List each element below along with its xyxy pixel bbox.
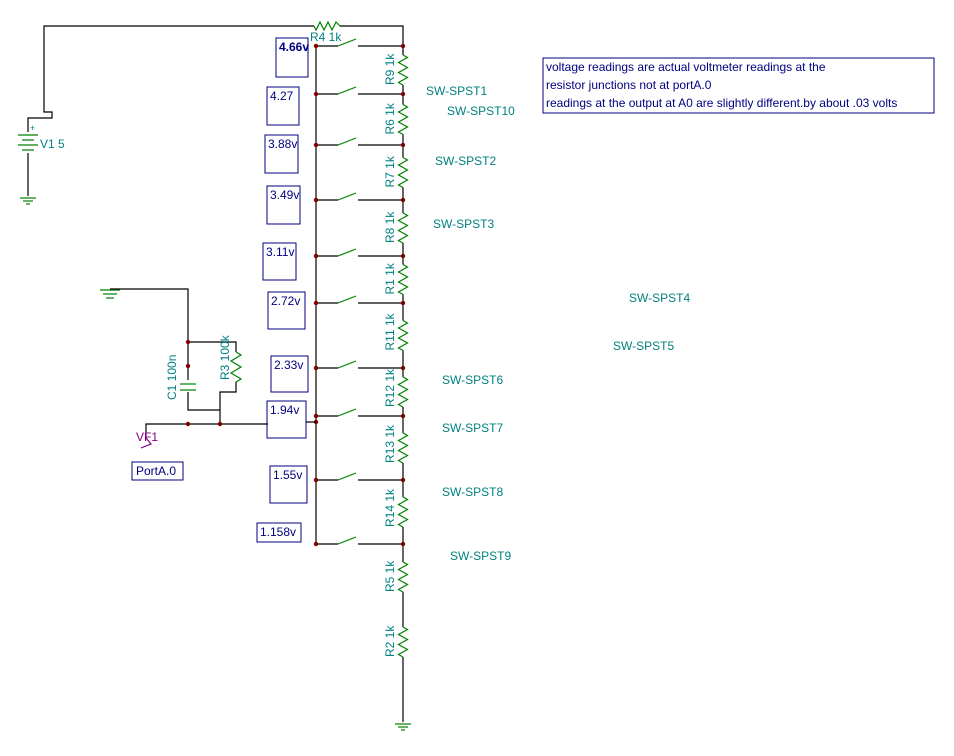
ladder-resistor-label: R11 1k <box>383 312 397 350</box>
source-label: V1 5 <box>40 137 65 151</box>
resistor-r3 <box>229 351 243 383</box>
reading-box <box>262 242 297 281</box>
battery-source: + V1 5 R4 1k <box>18 20 404 205</box>
switch-label: SW-SPST9 <box>450 549 511 563</box>
ladder-resistor-label: R13 1k <box>383 424 397 463</box>
ladder-resistor-label: R14 1k <box>383 488 397 527</box>
switch-contact <box>337 472 357 481</box>
reading-box <box>266 400 307 439</box>
reading-value: 4.27 <box>270 89 294 103</box>
ground-icon <box>395 723 411 731</box>
switch-contact <box>337 408 357 417</box>
reading-box <box>266 86 300 126</box>
switch-contact <box>337 248 357 257</box>
switch-label: SW-SPST6 <box>442 373 503 387</box>
reading-value: 3.49v <box>270 188 299 202</box>
voltage-readings: 4.66v 4.27 3.88v 3.49v 3.11v 2.72v 2.33v 1.94v 1… <box>256 37 309 543</box>
switch-labels: SW-SPST1 SW-SPST10 SW-SPST2 SW-SPST3 SW-… <box>426 84 690 563</box>
reading-box <box>275 37 309 78</box>
rc-filter: C1 100n R3 100k <box>100 288 316 432</box>
reading-value: 4.66v <box>279 40 309 54</box>
ground-icon <box>20 197 36 205</box>
resistor-r4 <box>313 20 341 32</box>
switch-contact <box>337 536 357 545</box>
switch-label: SW-SPST8 <box>442 485 503 499</box>
ladder-resistor-label: R1 1k <box>383 262 397 294</box>
capacitor-label: C1 100n <box>165 355 179 400</box>
note-box: voltage readings are actual voltmeter re… <box>542 57 935 114</box>
reading-value: 1.94v <box>270 403 299 417</box>
ladder-resistor-label: R6 1k <box>383 102 397 134</box>
note-line-2: resistor junctions not at portA.0 <box>546 78 712 92</box>
svg-text:+: + <box>30 123 35 133</box>
reading-box <box>267 291 306 330</box>
port-label: PortA.0 <box>136 464 176 478</box>
switch-contact <box>337 192 357 201</box>
reading-value: 2.33v <box>274 358 303 372</box>
switch-contact <box>337 360 357 369</box>
switch-label: SW-SPST4 <box>629 291 690 305</box>
note-line-3: readings at the output at A0 are slightl… <box>546 96 897 110</box>
ladder-resistor <box>397 54 409 86</box>
ladder-resistor-label: R2 1k <box>383 625 397 657</box>
ladder-resistor <box>397 156 409 189</box>
reading-value: 3.88v <box>268 137 297 151</box>
switch-contact <box>337 86 357 95</box>
reading-value: 2.72v <box>271 294 300 308</box>
reading-box <box>269 465 308 504</box>
note-line-1: voltage readings are actual voltmeter re… <box>546 60 826 74</box>
voltage-probe: VF1 PortA.0 <box>131 430 184 481</box>
switch-bus <box>313 38 406 547</box>
switch-label: SW-SPST10 <box>447 104 515 118</box>
probe-label: VF1 <box>136 430 158 444</box>
ladder-resistor-label: R9 1k <box>383 53 397 85</box>
ladder-resistor <box>397 496 409 528</box>
ladder-resistor <box>397 103 409 136</box>
filter-resistor-label: R3 100k <box>218 334 232 380</box>
switch-contact <box>337 137 357 146</box>
ladder-resistor-label: R7 1k <box>383 155 397 187</box>
top-resistor-label: R4 1k <box>310 30 342 44</box>
resistor-ladder: R9 1k R6 1k R7 1k R8 1k R1 1k R11 1k R12 1k R13… <box>383 46 411 731</box>
ladder-resistor <box>397 432 409 464</box>
switch-label: SW-SPST5 <box>613 339 674 353</box>
ladder-resistor-label: R5 1k <box>383 560 397 592</box>
reading-value: 1.55v <box>273 468 302 482</box>
reading-value: 3.11v <box>266 245 294 259</box>
ground-icon <box>100 289 120 299</box>
reading-box <box>264 134 299 174</box>
switch-label: SW-SPST7 <box>442 421 503 435</box>
switch-contact <box>337 295 357 304</box>
ladder-resistor <box>397 319 409 352</box>
switch-label: SW-SPST2 <box>435 154 496 168</box>
ladder-resistor <box>397 263 409 296</box>
reading-value: 1.158v <box>260 525 296 539</box>
ladder-resistor <box>397 561 409 593</box>
reading-box <box>256 522 302 543</box>
switch-label: SW-SPST3 <box>433 217 494 231</box>
reading-box <box>266 185 301 225</box>
ladder-resistor <box>397 376 409 408</box>
ladder-resistor-label: R12 1k <box>383 368 397 407</box>
ladder-resistor-label: R8 1k <box>383 211 397 243</box>
switch-label: SW-SPST1 <box>426 84 487 98</box>
switch-contact <box>337 38 357 47</box>
reading-box <box>270 355 309 393</box>
ladder-resistor <box>397 212 409 244</box>
ladder-resistor <box>397 626 409 658</box>
